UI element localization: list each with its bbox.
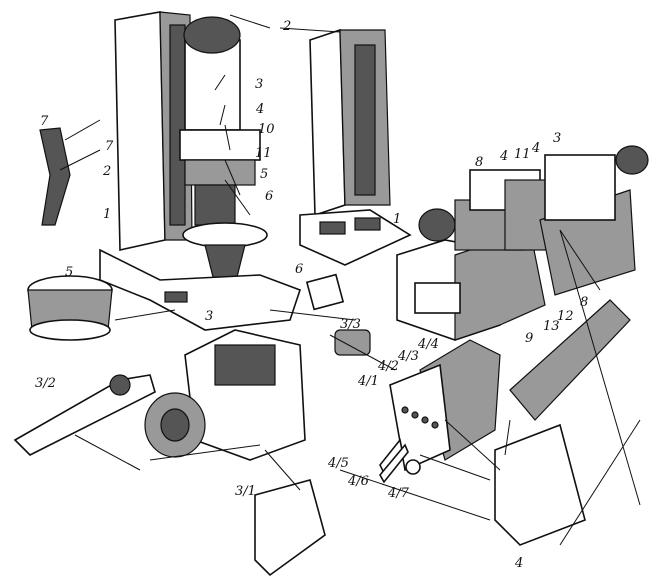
label-1: 1 [103, 207, 111, 222]
base-slide [494, 423, 586, 546]
control-pendant [305, 273, 345, 311]
label-11b: 11 [514, 147, 531, 162]
label-8: 8 [475, 155, 483, 170]
label-4-3: 4/3 [397, 349, 419, 364]
horizontal-machine [396, 145, 649, 341]
leader-lines [59, 14, 641, 546]
vertical-machine [99, 11, 302, 331]
label-12: 12 [557, 309, 574, 324]
label-3-1: 3/1 [235, 484, 256, 499]
label-4c: 4 [531, 141, 540, 156]
label-6: 6 [265, 189, 273, 204]
label-3-2: 3/2 [35, 376, 56, 391]
column-unit [299, 28, 412, 266]
label-4-6: 4/6 [347, 474, 369, 489]
label-4-5: 4/5 [327, 456, 349, 471]
label-4-4: 4/4 [417, 337, 439, 352]
label-7: 7 [105, 139, 114, 154]
label-2: 2 [282, 19, 291, 34]
label-2b: 2 [102, 164, 111, 179]
label-3b: 3 [205, 309, 213, 324]
power-head [144, 329, 306, 461]
label-9: 9 [525, 331, 533, 346]
guide-rail [509, 299, 631, 421]
label-4-7: 4/7 [387, 486, 410, 501]
label-4b: 4 [499, 149, 508, 164]
label-4: 4 [255, 102, 264, 117]
label-6b: 6 [295, 262, 303, 277]
label-5: 5 [260, 167, 268, 182]
rotary-table [27, 275, 113, 341]
label-5b: 5 [65, 265, 73, 280]
label-4-2: 4/2 [377, 359, 399, 374]
label-1b: 1 [393, 212, 401, 227]
label-3: 3 [255, 77, 263, 92]
small-bracket [334, 329, 371, 356]
label-4-1: 4/1 [357, 374, 379, 389]
label-11: 11 [255, 146, 272, 161]
label-3-3: 3/3 [340, 317, 361, 332]
tool-block [379, 339, 501, 484]
callout-labels: 2 3 4 10 11 5 6 7 7 2 1 5 1 6 3/3 3 3/2 … [35, 19, 588, 571]
label-3c: 3 [553, 131, 561, 146]
label-8b: 8 [580, 295, 588, 310]
label-7b: 7 [40, 114, 49, 129]
label-10: 10 [258, 122, 275, 137]
label-4d: 4 [514, 556, 523, 571]
label-13: 13 [543, 319, 560, 334]
cover-plate [254, 479, 326, 577]
spindle-part [13, 374, 156, 456]
bracket-part [39, 127, 71, 226]
